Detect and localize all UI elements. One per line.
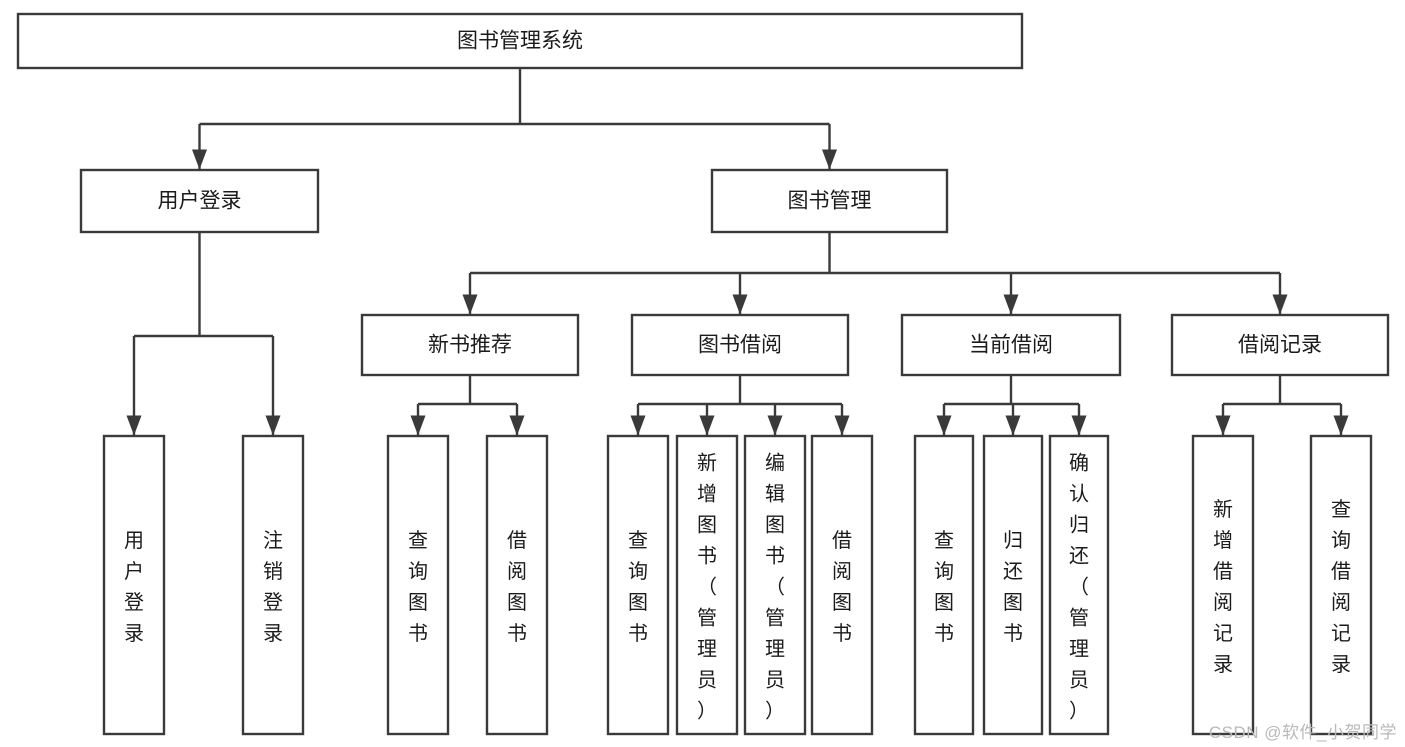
node-box-user-login-do[interactable] (102, 434, 166, 736)
node-label-cb-query-book: 查询图书 (934, 529, 954, 645)
arrow-head-icon (822, 149, 837, 170)
node-box-user-logout[interactable] (241, 434, 305, 736)
node-bb-edit-book[interactable]: 编辑图书（管理员） (743, 434, 807, 736)
node-box-br-query-record[interactable] (1309, 434, 1373, 736)
node-cb-return-book[interactable]: 归还图书 (982, 434, 1044, 736)
node-box-new-book-recommend[interactable] (360, 313, 580, 377)
node-label-bb-edit-book: 编辑图书（管理员） (765, 452, 785, 723)
node-label-new-book-recommend: 新书推荐 (428, 334, 512, 357)
arrow-head-icon (1071, 415, 1087, 436)
node-user-login[interactable]: 用户登录 (79, 168, 320, 234)
node-label-br-query-record: 查询借阅记录 (1331, 498, 1351, 676)
arrow-head-icon (699, 415, 715, 436)
node-label-borrow-records: 借阅记录 (1238, 334, 1322, 357)
arrow-head-icon (732, 294, 748, 315)
arrow-head-icon (1272, 294, 1288, 315)
node-label-user-logout: 注销登录 (263, 529, 283, 645)
node-box-nbr-query-book[interactable] (386, 434, 450, 736)
arrow-head-icon (1333, 415, 1349, 436)
node-label-book-management: 图书管理 (788, 190, 872, 213)
arrow-head-icon (509, 415, 525, 436)
arrow-head-icon (265, 415, 281, 436)
node-br-add-record[interactable]: 新增借阅记录 (1191, 434, 1255, 736)
arrow-head-icon (767, 415, 783, 436)
node-label-bb-query-book: 查询图书 (628, 529, 648, 645)
node-box-br-add-record[interactable] (1191, 434, 1255, 736)
node-box-book-management[interactable] (710, 168, 949, 234)
node-user-logout[interactable]: 注销登录 (241, 434, 305, 736)
node-bb-borrow-book[interactable]: 借阅图书 (810, 434, 874, 736)
node-label-root: 图书管理系统 (457, 30, 583, 53)
node-label-nbr-borrow-book: 借阅图书 (507, 529, 527, 645)
node-borrow-records[interactable]: 借阅记录 (1170, 313, 1390, 377)
arrow-head-icon (1215, 415, 1231, 436)
node-book-borrow[interactable]: 图书借阅 (630, 313, 850, 377)
node-label-user-login-do: 用户登录 (124, 530, 144, 645)
node-new-book-recommend[interactable]: 新书推荐 (360, 313, 580, 377)
arrow-head-icon (834, 415, 850, 436)
arrow-head-icon (410, 415, 426, 436)
node-label-cb-confirm-return: 确认归还（管理员） (1069, 452, 1089, 723)
node-box-borrow-records[interactable] (1170, 313, 1390, 377)
arrow-head-icon (126, 415, 142, 436)
node-box-bb-borrow-book[interactable] (810, 434, 874, 736)
node-box-user-login[interactable] (79, 168, 320, 234)
node-label-bb-add-book: 新增图书（管理员） (697, 452, 717, 723)
node-book-management[interactable]: 图书管理 (710, 168, 949, 234)
connectors-layer (126, 68, 1349, 436)
node-label-user-login: 用户登录 (158, 190, 242, 213)
node-cb-confirm-return[interactable]: 确认归还（管理员） (1048, 434, 1110, 736)
node-label-bb-borrow-book: 借阅图书 (832, 529, 852, 645)
arrow-head-icon (630, 415, 646, 436)
node-current-borrow[interactable]: 当前借阅 (900, 313, 1122, 377)
nodes-layer: 图书管理系统用户登录用户登录注销登录图书管理新书推荐查询图书借阅图书图书借阅查询… (16, 12, 1390, 736)
node-box-cb-confirm-return[interactable] (1048, 434, 1110, 736)
node-box-book-borrow[interactable] (630, 313, 850, 377)
arrow-head-icon (936, 415, 952, 436)
node-box-current-borrow[interactable] (900, 313, 1122, 377)
node-box-bb-query-book[interactable] (606, 434, 670, 736)
node-nbr-borrow-book[interactable]: 借阅图书 (485, 434, 549, 736)
arrow-head-icon (1005, 415, 1021, 436)
node-user-login-do[interactable]: 用户登录 (102, 434, 166, 736)
node-cb-query-book[interactable]: 查询图书 (913, 434, 975, 736)
csdn-watermark: CSDN @软件_小贺同学 (1208, 723, 1397, 742)
node-label-cb-return-book: 归还图书 (1003, 529, 1023, 645)
node-box-root[interactable] (16, 12, 1024, 70)
node-bb-add-book[interactable]: 新增图书（管理员） (675, 434, 739, 736)
arrow-head-icon (192, 149, 207, 170)
node-box-cb-query-book[interactable] (913, 434, 975, 736)
arrow-head-icon (462, 294, 478, 315)
node-box-bb-add-book[interactable] (675, 434, 739, 736)
node-label-br-add-record: 新增借阅记录 (1213, 498, 1233, 676)
node-box-cb-return-book[interactable] (982, 434, 1044, 736)
node-box-nbr-borrow-book[interactable] (485, 434, 549, 736)
node-box-bb-edit-book[interactable] (743, 434, 807, 736)
node-label-book-borrow: 图书借阅 (698, 334, 782, 357)
node-label-nbr-query-book: 查询图书 (408, 529, 428, 645)
node-bb-query-book[interactable]: 查询图书 (606, 434, 670, 736)
node-nbr-query-book[interactable]: 查询图书 (386, 434, 450, 736)
node-label-current-borrow: 当前借阅 (969, 334, 1053, 357)
node-root[interactable]: 图书管理系统 (16, 12, 1024, 70)
node-br-query-record[interactable]: 查询借阅记录 (1309, 434, 1373, 736)
arrow-head-icon (1003, 294, 1019, 315)
